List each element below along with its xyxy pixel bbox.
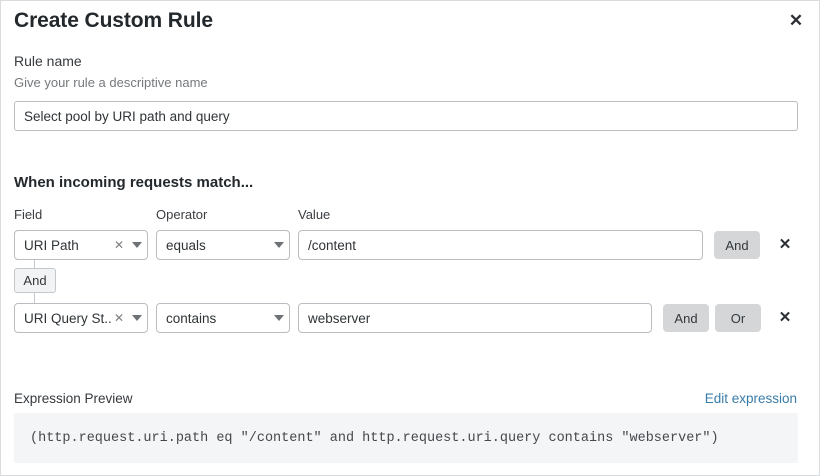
- dialog-title: Create Custom Rule: [14, 9, 213, 32]
- edit-expression-link[interactable]: Edit expression: [704, 391, 797, 406]
- connector-and-badge[interactable]: And: [14, 268, 56, 293]
- clear-icon[interactable]: ✕: [113, 311, 124, 325]
- chevron-down-icon[interactable]: [127, 315, 147, 321]
- value-input-2[interactable]: [298, 303, 652, 333]
- column-header-field: Field: [14, 207, 43, 222]
- expression-preview-code: (http.request.uri.path eq "/content" and…: [14, 413, 798, 463]
- condition-row: URI Query St... ✕ contains And Or ✕: [1, 303, 819, 333]
- operator-select-1[interactable]: equals: [156, 230, 290, 260]
- operator-select-2[interactable]: contains: [156, 303, 290, 333]
- clear-icon[interactable]: ✕: [113, 238, 124, 252]
- field-select-2-value: URI Query St...: [24, 310, 111, 326]
- value-input-1[interactable]: [298, 230, 703, 260]
- add-and-condition-button-1[interactable]: And: [714, 231, 760, 259]
- rule-name-input[interactable]: [14, 101, 798, 131]
- chevron-down-icon[interactable]: [269, 315, 289, 321]
- field-select-1[interactable]: URI Path ✕: [14, 230, 148, 260]
- field-select-1-value: URI Path: [24, 237, 79, 253]
- add-or-condition-button-2[interactable]: Or: [715, 304, 761, 332]
- field-select-2[interactable]: URI Query St... ✕: [14, 303, 148, 333]
- add-and-condition-button-2[interactable]: And: [663, 304, 709, 332]
- expression-preview-label: Expression Preview: [14, 391, 133, 406]
- close-icon[interactable]: ✕: [788, 10, 804, 30]
- chevron-down-icon[interactable]: [127, 242, 147, 248]
- condition-row: URI Path ✕ equals And ✕: [1, 230, 819, 260]
- operator-select-2-value: contains: [166, 310, 217, 326]
- operator-select-1-value: equals: [166, 237, 206, 253]
- column-header-operator: Operator: [156, 207, 208, 222]
- column-header-value: Value: [298, 207, 331, 222]
- delete-condition-button-2[interactable]: ✕: [778, 308, 792, 326]
- chevron-down-icon[interactable]: [269, 242, 289, 248]
- conditions-heading: When incoming requests match...: [14, 174, 254, 191]
- delete-condition-button-1[interactable]: ✕: [778, 235, 792, 253]
- rule-name-label: Rule name: [14, 53, 82, 69]
- rule-name-hint: Give your rule a descriptive name: [14, 75, 208, 90]
